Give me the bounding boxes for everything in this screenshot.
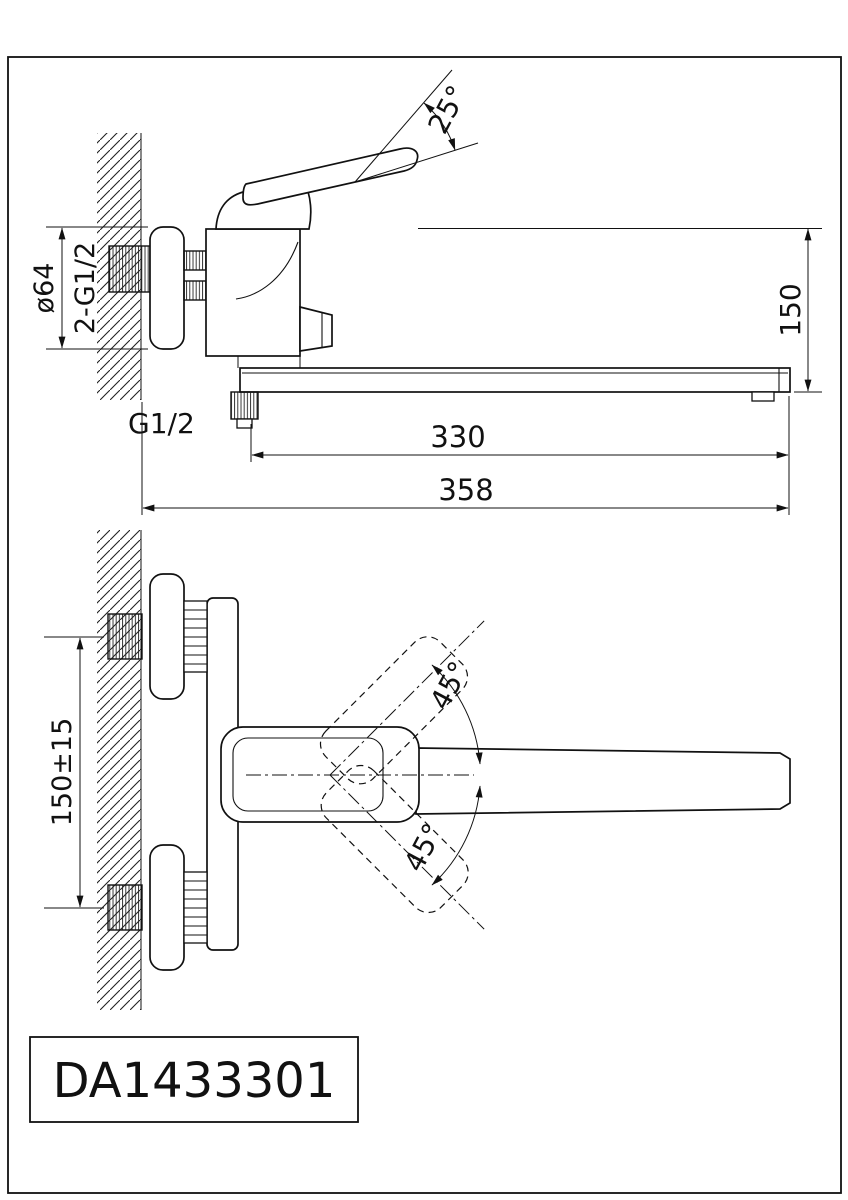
spout-reach-dim-label: 330 <box>430 420 485 454</box>
handle-lever <box>242 147 419 206</box>
eccentric-nut <box>108 245 151 293</box>
body-contour <box>235 241 299 300</box>
swing-arc-lower <box>431 785 483 886</box>
tail-end <box>236 418 253 429</box>
plan-view: 45° 45° 150±15 <box>44 530 791 1010</box>
diverter-knob <box>299 305 333 352</box>
spout-tube <box>239 367 791 393</box>
total-reach-dim-label: 358 <box>438 473 493 507</box>
connector-ribs-upper <box>183 600 208 673</box>
eccentric-nut-upper <box>107 613 143 660</box>
spout-plan <box>415 747 791 815</box>
supply-centers-dim-label: 150±15 <box>47 718 78 827</box>
outlet-thread-label: G1/2 <box>128 407 195 440</box>
height-dim-label: 150 <box>774 283 807 336</box>
eccentric-nut-lower <box>107 884 143 931</box>
title-block: DA1433301 <box>29 1036 359 1123</box>
swing-arc-upper <box>431 664 483 765</box>
connector-rib-top <box>183 250 207 271</box>
connector-ribs-lower <box>183 871 208 944</box>
tail-thread <box>230 391 259 420</box>
wall-thread-label: 2-G1/2 <box>70 242 101 334</box>
angle-ref-line-closed <box>354 142 479 183</box>
escutcheon-side <box>149 226 185 350</box>
side-view: 25° ø64 2-G1/2 150 G1/2 330 358 <box>29 69 822 515</box>
escutcheon-lower <box>149 844 185 971</box>
connector-rib-bottom <box>183 280 207 301</box>
angle-arc <box>423 102 456 151</box>
title-block-frame <box>29 1036 359 1123</box>
escutcheon-diameter-label: ø64 <box>29 263 60 314</box>
aerator <box>751 391 775 402</box>
model-number: DA1433301 <box>53 1053 336 1109</box>
spout-rotated-down <box>320 764 485 930</box>
escutcheon-upper <box>149 573 185 700</box>
faucet-body <box>205 228 301 357</box>
wall-hatch <box>97 530 141 1010</box>
angle-ref-line-open <box>354 69 453 183</box>
spout-rotated-up <box>319 620 485 785</box>
